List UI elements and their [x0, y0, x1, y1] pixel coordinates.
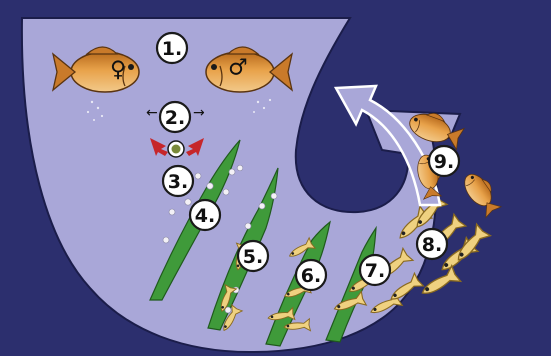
stage-number-label: 8. — [422, 234, 442, 256]
stage-number-label: 6. — [301, 265, 321, 287]
stage-number-label: 1. — [162, 38, 182, 60]
stage-marker-6: 6. — [296, 260, 326, 290]
fertilized-egg — [168, 141, 184, 157]
stage-number-label: 5. — [243, 246, 263, 268]
female-symbol: ♀ — [110, 58, 126, 83]
stage-marker-9: 9. — [429, 146, 459, 176]
stage-marker-7: 7. — [360, 255, 390, 285]
stage-marker-5: 5. — [238, 241, 268, 271]
left-arrow-icon: ← — [146, 105, 158, 121]
stage-marker-8: 8. — [417, 229, 447, 259]
stage-number-label: 9. — [434, 151, 454, 173]
stage-number-label: 2. — [165, 107, 185, 129]
stage-number-label: 3. — [168, 171, 188, 193]
stage-marker-4: 4. — [190, 200, 220, 230]
stage-number-label: 4. — [195, 205, 215, 227]
stage-marker-3: 3. — [163, 166, 193, 196]
stage-marker-2: 2. — [160, 102, 190, 132]
stage-number-label: 7. — [365, 260, 385, 282]
stage-marker-1: 1. — [157, 33, 187, 63]
male-symbol: ♂ — [228, 56, 248, 81]
right-arrow-icon: → — [193, 105, 205, 121]
